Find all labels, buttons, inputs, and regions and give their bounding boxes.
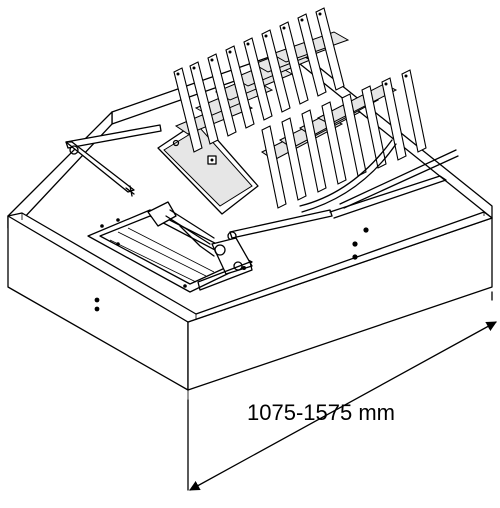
dimension-annotation: 1075-1575 mm <box>187 291 497 491</box>
folding-ladder <box>157 7 427 215</box>
left-stay-arm <box>65 124 162 197</box>
hinge-mechanism <box>147 201 253 291</box>
frame-left-end <box>7 111 113 229</box>
rail-pins <box>176 12 408 86</box>
dimension-arrow <box>189 321 497 491</box>
right-spring-arm <box>227 139 459 241</box>
dimension-label: 1075-1575 mm <box>247 400 395 425</box>
ladder-rails <box>173 7 427 209</box>
frame-bolts <box>94 227 369 312</box>
hatch-board <box>87 209 253 293</box>
hatch-frame <box>7 47 493 402</box>
